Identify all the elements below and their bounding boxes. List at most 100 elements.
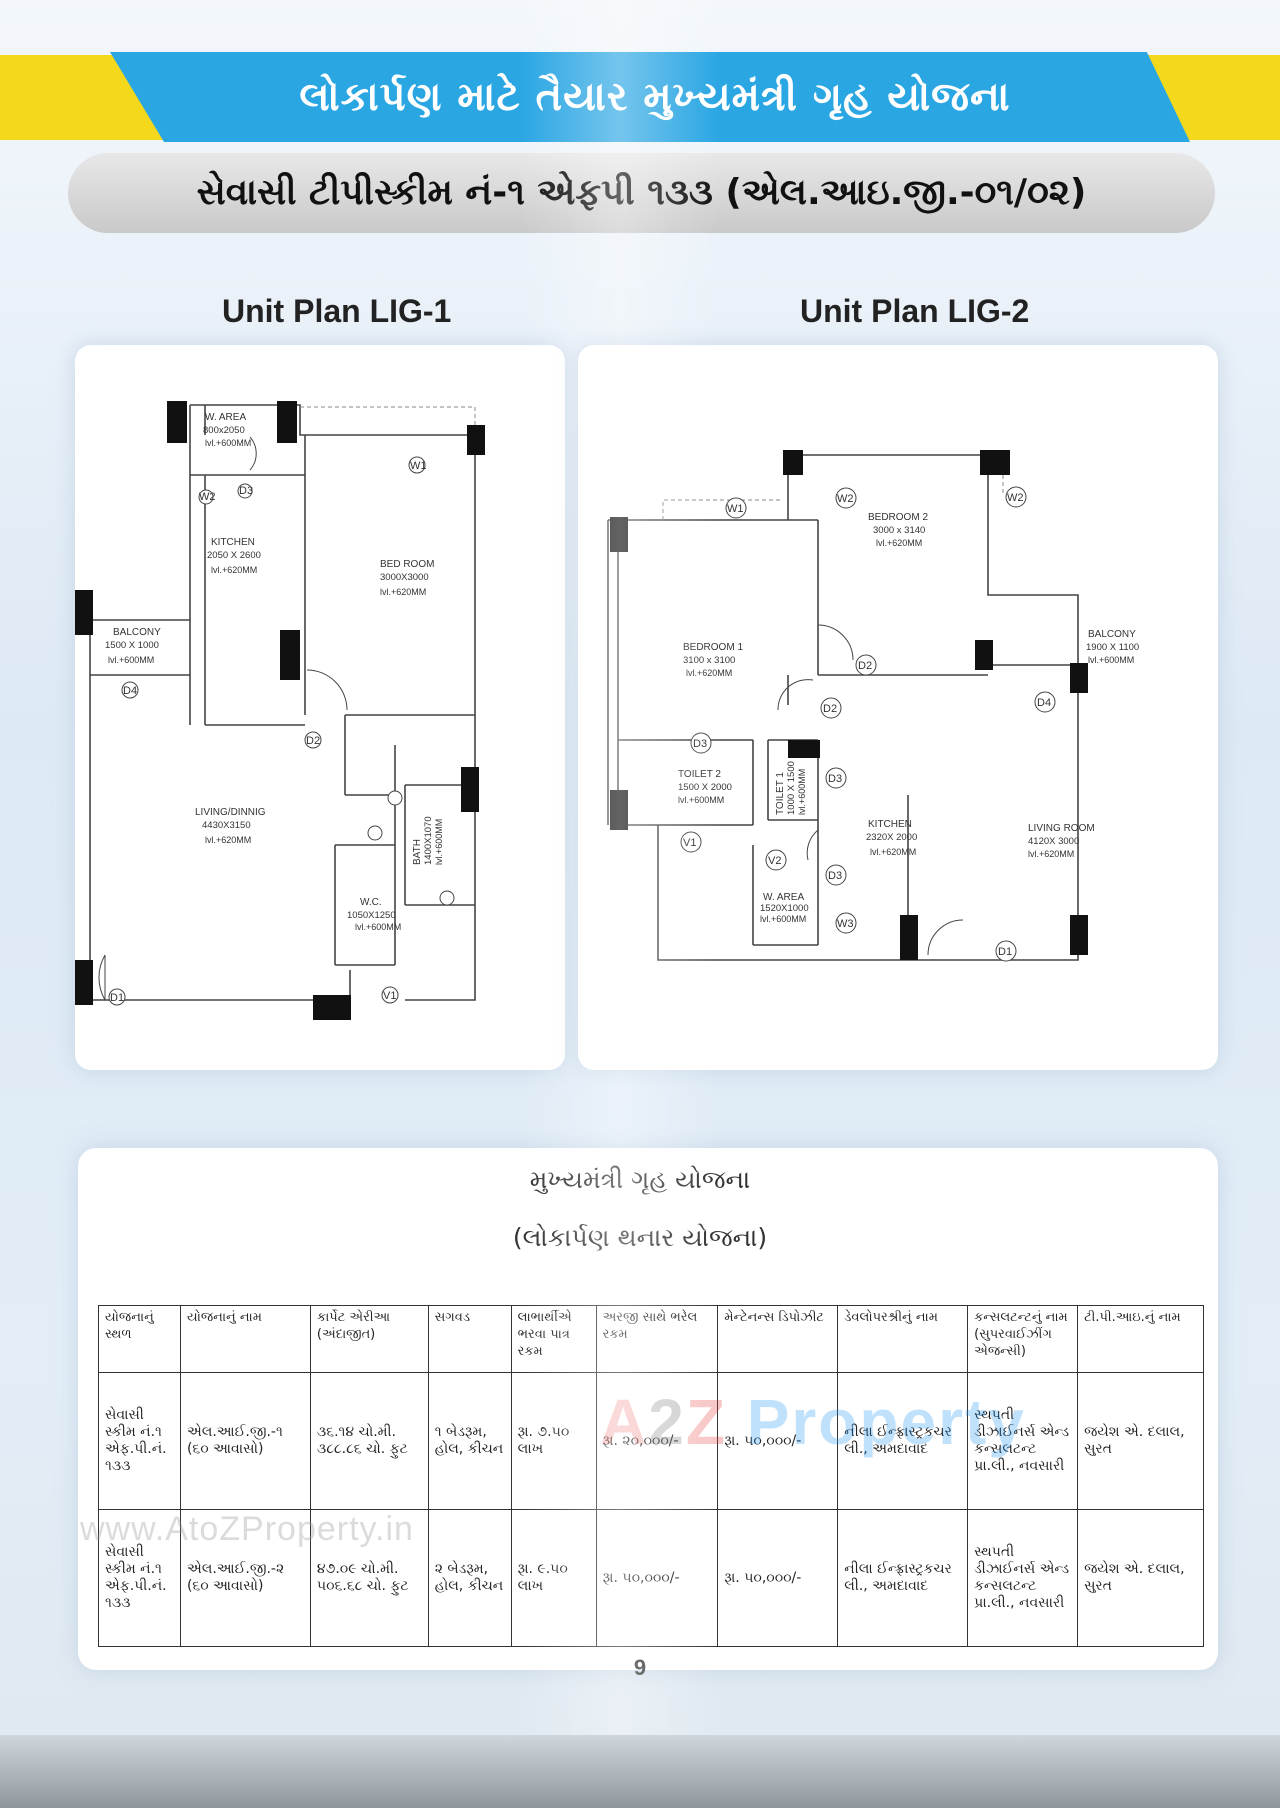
lig2-balcony-name: BALCONY [1088,629,1136,640]
lig2-toilet2-dim: 1500 X 2000 [678,782,732,793]
header-cell: કન્સલટન્ટનું નામ (સુપરવાઈઝીંગ એજન્સી) [967,1305,1079,1373]
floor-plan-lig1-drawing: W. AREA 800x2050 lvl.+600MM KITCHEN 2050… [75,401,485,1020]
lig2-kitchen-name: KITCHEN [868,819,912,830]
lig2-tag-d2-b: D2 [823,703,837,715]
lig1-wc-level: lvl.+600MM [355,922,401,932]
lig2-tag-w2-b: W2 [1007,492,1024,504]
lig2-toilet2-level: lvl.+600MM [678,795,724,805]
table-header-row: યોજનાનું સ્થળ યોજનાનું નામ કાર્પેટ એરીઆ … [98,1305,1204,1373]
table-cell: રૂા. ૫૦,૦૦૦/- [595,1509,719,1647]
lig2-balcony-dim: 1900 X 1100 [1086,642,1139,653]
lig1-tag-d3: D3 [239,485,253,497]
table-cell: સેવાસી સ્કીમ નં.૧ એફ.પી.નં. ૧૩૩ [98,1372,181,1510]
lig2-tag-v1: V1 [683,837,696,849]
lig1-bath-level: lvl.+600MM [434,819,444,865]
lig1-tag-w1: W1 [410,460,427,472]
table-title: મુખ્યમંત્રી ગૃહ યોજના [529,1165,751,1194]
lig2-bedroom1-name: BEDROOM 1 [683,642,743,653]
table-cell: ૪૭.૦૯ ચો.મી. ૫૦૬.૬૮ ચો. ફુટ [309,1509,429,1647]
lig2-warea-dim: 1520X1000 [760,903,809,914]
table-cell: રૂા. ૨૦,૦૦૦/- [595,1372,719,1510]
header-cell: ડેવલોપરશ્રીનું નામ [837,1305,969,1373]
lig2-warea-name: W. AREA [763,892,804,903]
table-cell: એલ.આઈ.જી.-૨ (૬૦ આવાસો) [179,1509,311,1647]
floor-plan-lig2-drawing: BEDROOM 2 3000 x 3140 lvl.+620MM BEDROOM… [607,450,1139,962]
page-number: 9 [633,1655,647,1680]
header-cell: યોજનાનું સ્થળ [98,1305,181,1373]
scheme-subtitle: સેવાસી ટીપીસ્કીમ નં-૧ એફપી ૧૩૩ (એલ.આઇ.જી… [196,172,1087,213]
lig1-living-level: lvl.+620MM [205,835,251,845]
lig1-tag-d4: D4 [123,685,137,697]
lig1-bath-name: BATH [412,839,423,865]
lig2-tag-d2-a: D2 [858,660,872,672]
table-cell: સ્થપતી ડીઝાઈનર્સ એન્ડ કન્સલટન્ટ પ્રા.લી.… [967,1509,1079,1647]
lig2-bedroom1-dim: 3100 x 3100 [683,655,735,666]
lig1-bath-dim: 1400X1070 [423,816,434,865]
lig1-kitchen-level: lvl.+620MM [211,565,257,575]
table-row: સેવાસી સ્કીમ નં.૧ એફ.પી.નં. ૧૩૩ એલ.આઈ.જી… [98,1509,1204,1647]
table-cell: ૨ બેડરૂમ, હોલ, કીચન [427,1509,512,1647]
table-cell: રૂા. ૯.૫૦ લાખ [510,1509,597,1647]
table-cell: નીલા ઈન્ફ્રાસ્ટ્રકચર લી., અમદાવાદ [837,1509,969,1647]
lig2-warea-level: lvl.+600MM [760,914,806,924]
lig2-toilet2-name: TOILET 2 [678,769,721,780]
lig2-kitchen-dim: 2320X 2000 [866,832,917,843]
page-title: લોકાર્પણ માટે તૈયાર મુખ્યમંત્રી ગૃહ યોજન… [299,74,1011,120]
lig1-tag-w2: W2 [199,491,216,503]
lig2-toilet1-dim: 1000 X 1500 [786,761,797,815]
header-cell: સગવડ [427,1305,512,1373]
lig2-bedroom1-level: lvl.+620MM [686,668,732,678]
lig2-living-dim: 4120X 3000 [1028,836,1079,847]
lig1-kitchen-name: KITCHEN [211,537,255,548]
lig2-tag-d1: D1 [998,946,1012,958]
lig1-bedroom-level: lvl.+620MM [380,587,426,597]
lig2-tag-d3-c: D3 [828,870,842,882]
lig2-tag-d4: D4 [1037,697,1051,709]
header-banner: લોકાર્પણ માટે તૈયાર મુખ્યમંત્રી ગૃહ યોજન… [110,52,1190,142]
plan-caption-lig1: Unit Plan LIG-1 [222,293,452,329]
lig1-tag-d2: D2 [306,735,320,747]
lig2-balcony-level: lvl.+600MM [1088,655,1134,665]
floor-plan-lig2: BEDROOM 2 3000 x 3140 lvl.+620MM BEDROOM… [578,345,1218,1070]
table-cell: જયેશ એ. દલાલ, સુરત [1077,1509,1204,1647]
header-cell: યોજનાનું નામ [179,1305,311,1373]
lig1-warea-level: lvl.+600MM [205,438,251,448]
table-cell: ૧ બેડરૂમ, હોલ, કીચન [427,1372,512,1510]
header-cell: અરજી સાથે ભરેલ રકમ [595,1305,719,1373]
lig2-bedroom2-name: BEDROOM 2 [868,512,928,523]
table-cell: સ્થપતી ડીઝાઈનર્સ એન્ડ કન્સલટન્ટ પ્રા.લી.… [967,1372,1079,1510]
table-cell: સેવાસી સ્કીમ નં.૧ એફ.પી.નં. ૧૩૩ [98,1509,181,1647]
page-bottom-shadow [0,1735,1280,1808]
lig2-toilet1-name: TOILET 1 [775,772,786,815]
lig1-wc-dim: 1050X1250 [347,910,396,921]
table-subtitle: (લોકાર્પણ થનાર યોજના) [512,1223,768,1252]
lig2-bedroom2-dim: 3000 x 3140 [873,525,925,536]
table-cell: રૂા. ૫૦,૦૦૦/- [717,1372,839,1510]
lig2-living-name: LIVING ROOM [1028,823,1095,834]
lig1-living-dim: 4430X3150 [202,820,251,831]
table-cell: નીલા ઈન્ફ્રાસ્ટ્રકચર લી., અમદાવાદ [837,1372,969,1510]
lig2-tag-w3: W3 [837,918,854,930]
table-row: સેવાસી સ્કીમ નં.૧ એફ.પી.નં. ૧૩૩ એલ.આઈ.જી… [98,1372,1204,1510]
lig1-balcony-dim: 1500 X 1000 [105,640,159,651]
floor-plan-lig1: W. AREA 800x2050 lvl.+600MM KITCHEN 2050… [75,345,565,1070]
lig1-bedroom-dim: 3000X3000 [380,572,429,583]
lig1-bedroom-name: BED ROOM [380,559,434,570]
lig1-tag-v1: V1 [383,990,396,1002]
lig2-bedroom2-level: lvl.+620MM [876,538,922,548]
lig1-wc-name: W.C. [360,897,382,908]
lig2-living-level: lvl.+620MM [1028,849,1074,859]
scheme-details-table: યોજનાનું સ્થળ યોજનાનું નામ કાર્પેટ એરીઆ … [98,1305,1204,1647]
lig1-balcony-name: BALCONY [113,627,161,638]
header-cell: લાભાર્થીએ ભરવા પાત્ર રકમ [510,1305,597,1373]
lig2-kitchen-level: lvl.+620MM [870,847,916,857]
plan-caption-lig2: Unit Plan LIG-2 [800,293,1030,329]
table-cell: જયેશ એ. દલાલ, સુરત [1077,1372,1204,1510]
header-cell: ટી.પી.આઇ.નું નામ [1077,1305,1204,1373]
lig2-tag-v2: V2 [768,855,781,867]
scheme-subtitle-box: સેવાસી ટીપીસ્કીમ નં-૧ એફપી ૧૩૩ (એલ.આઇ.જી… [68,153,1215,233]
table-cell: ૩૬.૧૪ ચો.મી. ૩૮૮.૮૬ ચો. ફુટ [309,1372,429,1510]
lig1-kitchen-dim: 2050 X 2600 [207,550,261,561]
lig2-tag-d3-b: D3 [828,773,842,785]
lig2-tag-w1: W1 [727,503,744,515]
